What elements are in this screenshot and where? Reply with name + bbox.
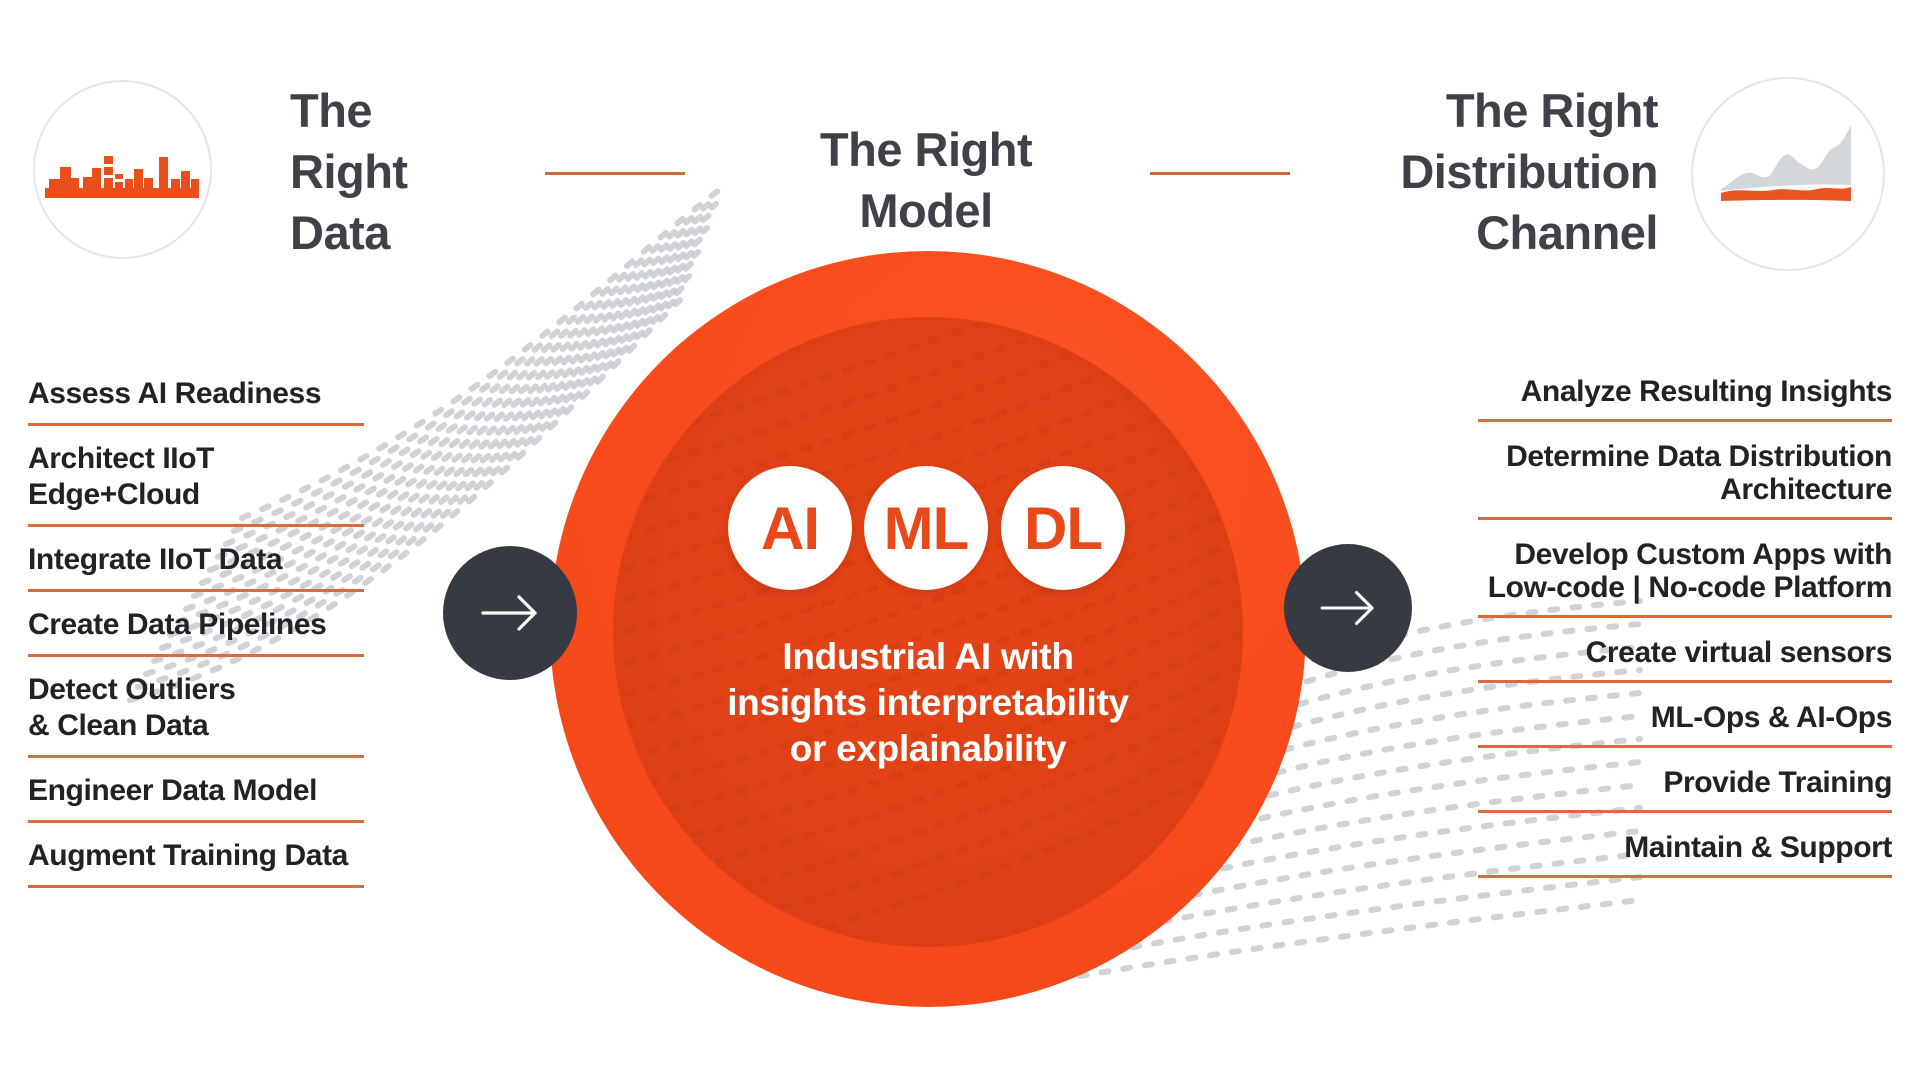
- title-connector-line-left: [545, 172, 685, 175]
- list-item: Assess AI Readiness: [28, 361, 364, 426]
- list-item: Engineer Data Model: [28, 758, 364, 823]
- distribution-icon-circle: [1691, 77, 1885, 271]
- list-item: Architect IIoT Edge+Cloud: [28, 426, 364, 527]
- list-item: Create Data Pipelines: [28, 592, 364, 657]
- list-item: Provide Training: [1478, 748, 1892, 813]
- area-chart-icon: [1721, 125, 1851, 201]
- left-section-title: The Right Data: [290, 84, 408, 259]
- model-inner-circle: [613, 317, 1243, 947]
- distribution-steps-list: Analyze Resulting Insights Determine Dat…: [1478, 357, 1892, 878]
- data-steps-list: Assess AI Readiness Architect IIoT Edge+…: [28, 361, 364, 888]
- list-item: Create virtual sensors: [1478, 618, 1892, 683]
- list-item: ML-Ops & AI-Ops: [1478, 683, 1892, 748]
- list-item: Augment Training Data: [28, 823, 364, 888]
- list-item: Maintain & Support: [1478, 813, 1892, 878]
- list-item: Integrate IIoT Data: [28, 527, 364, 592]
- right-arrow-icon: [481, 595, 537, 631]
- dl-badge: DL: [1001, 466, 1125, 590]
- title-connector-line-right: [1150, 172, 1290, 175]
- ai-badge: AI: [728, 466, 852, 590]
- ai-badge-label: AI: [761, 494, 820, 562]
- bar-histogram-icon: [45, 156, 199, 198]
- ml-badge: ML: [864, 466, 988, 590]
- flow-arrow-circle-right: [1284, 544, 1412, 672]
- list-item: Determine Data Distribution Architecture: [1478, 422, 1892, 520]
- list-item: Develop Custom Apps with Low-code | No-c…: [1478, 520, 1892, 618]
- model-caption: Industrial AI with insights interpretabi…: [727, 636, 1129, 769]
- list-item: Detect Outliers & Clean Data: [28, 657, 364, 758]
- data-icon-circle: [33, 80, 212, 259]
- ml-badge-label: ML: [883, 494, 970, 562]
- right-section-title: The Right Distribution Channel: [1400, 84, 1658, 259]
- right-arrow-icon: [1320, 591, 1374, 625]
- list-item: Analyze Resulting Insights: [1478, 357, 1892, 422]
- flow-arrow-circle-left: [443, 546, 577, 680]
- dl-badge-label: DL: [1024, 494, 1103, 562]
- center-section-title: The Right Model: [819, 123, 1033, 237]
